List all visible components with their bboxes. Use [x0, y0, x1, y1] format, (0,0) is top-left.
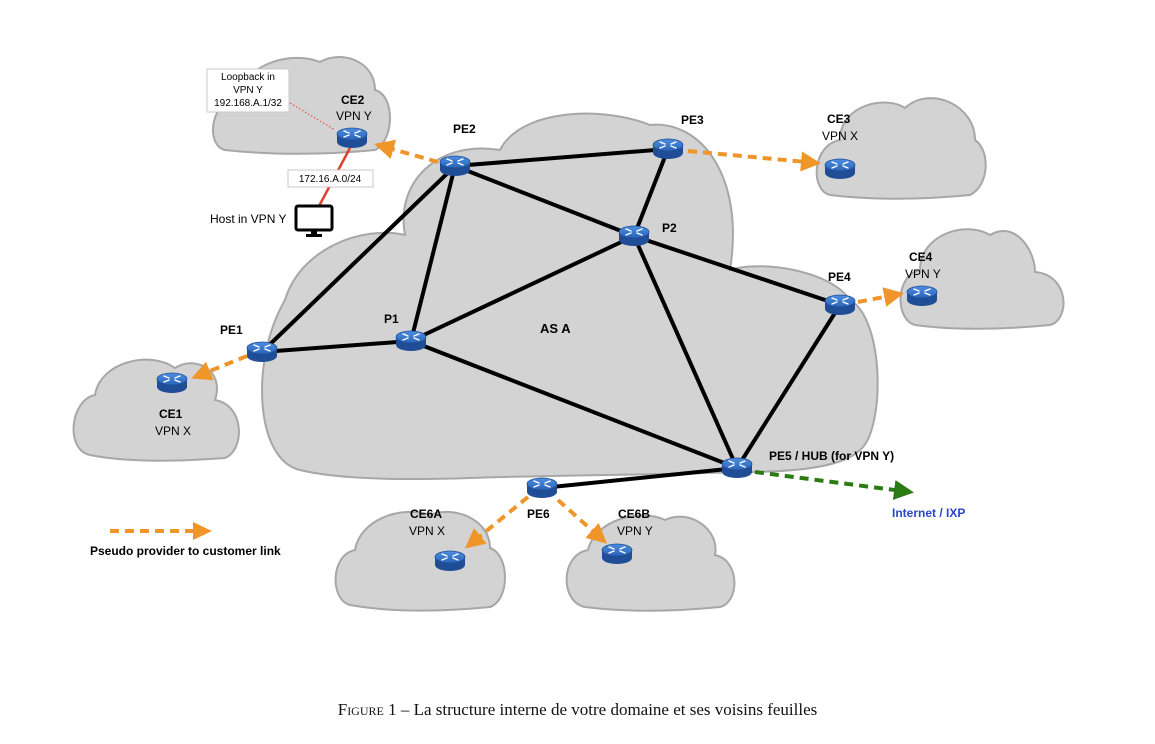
internet-link — [754, 470, 914, 500]
ce3-vpn: VPN X — [822, 129, 858, 143]
figure-number: Figure 1 — [337, 700, 397, 719]
loopback-line-3: 192.168.A.1/32 — [214, 98, 282, 109]
loopback-line-2: VPN Y — [233, 85, 263, 96]
ce4-label: CE4 — [909, 250, 933, 264]
legend-label: Pseudo provider to customer link — [90, 544, 281, 558]
ce6a-label: CE6A — [410, 507, 442, 521]
ce2-label: CE2 — [341, 93, 365, 107]
ce6b-label: CE6B — [618, 507, 650, 521]
subnet-box: 172.16.A.0/24 — [287, 169, 374, 188]
pe2-label: PE2 — [453, 122, 476, 136]
router-pe2[interactable] — [439, 155, 471, 177]
ce6b-vpn: VPN Y — [617, 524, 653, 538]
host-label: Host in VPN Y — [210, 212, 286, 226]
pe-ce-links — [191, 139, 904, 549]
ce1-label: CE1 — [159, 407, 183, 421]
pe6-label: PE6 — [527, 507, 550, 521]
as-label: AS A — [540, 321, 571, 336]
figure-caption: Figure 1 – La structure interne de votre… — [0, 700, 1155, 720]
ce2-vpn: VPN Y — [336, 109, 372, 123]
ce6a-cloud — [334, 510, 506, 612]
router-p1[interactable] — [395, 330, 427, 352]
router-ce6b[interactable] — [601, 543, 633, 565]
ce4-vpn: VPN Y — [905, 267, 941, 281]
p2-label: P2 — [662, 221, 677, 235]
pe4-label: PE4 — [828, 270, 851, 284]
ce6a-vpn: VPN X — [409, 524, 445, 538]
router-pe4[interactable] — [824, 294, 856, 316]
router-p2[interactable] — [618, 225, 650, 247]
pe3-label: PE3 — [681, 113, 704, 127]
ce3-cloud — [815, 97, 987, 200]
loopback-box: Loopback in VPN Y 192.168.A.1/32 — [206, 68, 290, 113]
p1-label: P1 — [384, 312, 399, 326]
ce1-cloud — [72, 358, 240, 462]
ce1-vpn: VPN X — [155, 424, 191, 438]
router-pe3[interactable] — [652, 138, 684, 160]
router-pe5[interactable] — [721, 457, 753, 479]
internet-label: Internet / IXP — [892, 506, 965, 520]
backbone-links — [260, 147, 842, 490]
router-ce4[interactable] — [906, 285, 938, 307]
router-pe6[interactable] — [526, 477, 558, 499]
router-ce1[interactable] — [156, 372, 188, 394]
ce4-cloud — [899, 228, 1065, 330]
loopback-line-1: Loopback in — [221, 72, 275, 83]
figure-caption-text: – La structure interne de votre domaine … — [396, 700, 818, 719]
pe1-label: PE1 — [220, 323, 243, 337]
monitor-icon — [294, 204, 334, 237]
as-a-cloud — [261, 112, 879, 481]
legend: Pseudo provider to customer link — [90, 522, 281, 558]
network-diagram: Loopback in VPN Y 192.168.A.1/32 172.16.… — [72, 56, 1065, 612]
pe5-label: PE5 / HUB (for VPN Y) — [769, 449, 894, 463]
ce3-label: CE3 — [827, 112, 851, 126]
ce6b-cloud — [565, 514, 736, 612]
subnet-label: 172.16.A.0/24 — [299, 174, 362, 185]
router-ce2[interactable] — [336, 127, 368, 149]
router-ce3[interactable] — [824, 158, 856, 180]
router-pe1[interactable] — [246, 341, 278, 363]
router-ce6a[interactable] — [434, 550, 466, 572]
